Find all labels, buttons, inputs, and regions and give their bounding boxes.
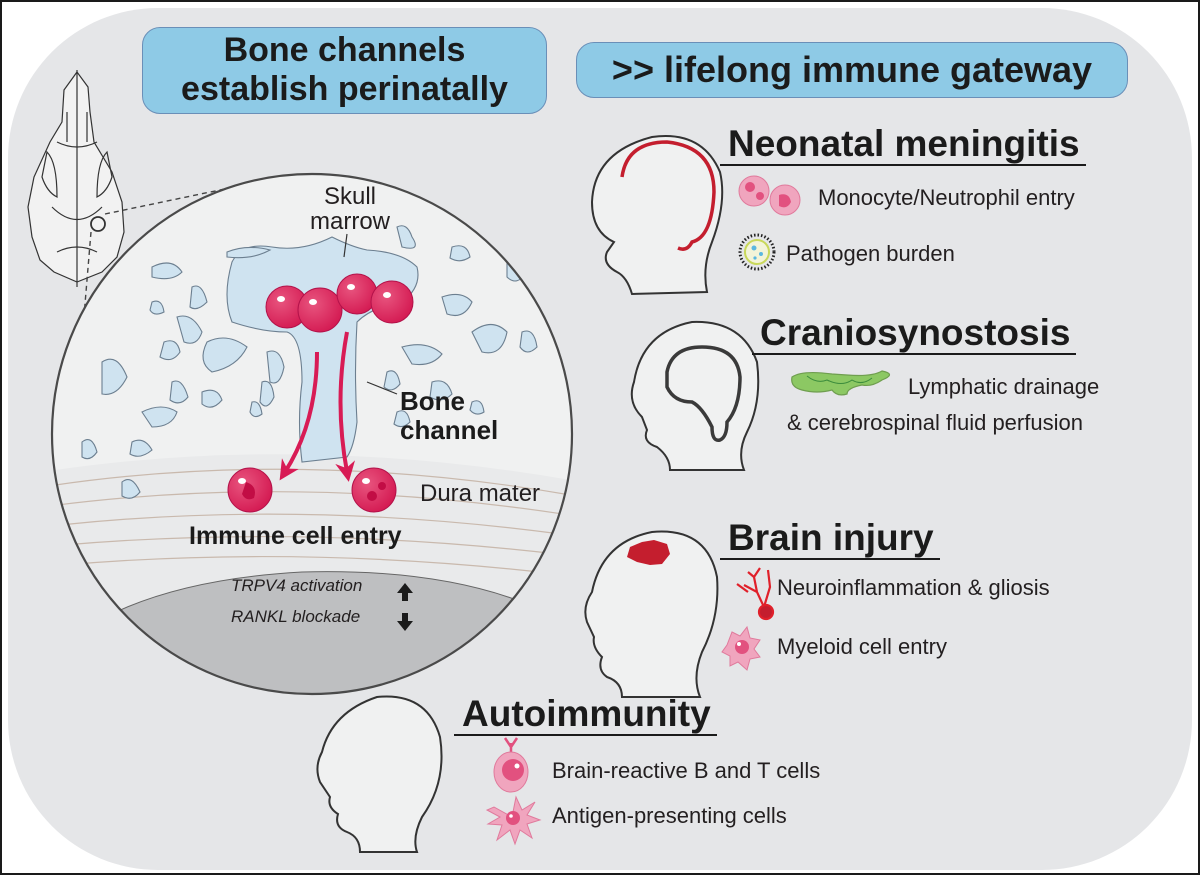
dura-fibers xyxy=(52,468,572,578)
antigen-presenting-cell-icon xyxy=(485,795,542,846)
item-neuroinflammation-gliosis: Neuroinflammation & gliosis xyxy=(777,575,1050,600)
item-brain-reactive-cells: Brain-reactive B and T cells xyxy=(552,758,821,783)
arrow-up-icon xyxy=(397,583,413,601)
banner-immune-gateway: >> lifelong immune gateway xyxy=(576,42,1128,98)
brain-outline-icon xyxy=(665,345,742,442)
skull-marrow-label: Skull marrow xyxy=(310,184,390,234)
glial-cell-icon xyxy=(736,567,775,621)
heading-neonatal-meningitis: Neonatal meningitis xyxy=(720,125,1086,166)
monocyte-neutrophil-icon xyxy=(738,175,801,216)
item-lymphatic-drainage: Lymphatic drainage xyxy=(908,374,1100,399)
item-pathogen-burden: Pathogen burden xyxy=(786,241,955,266)
bone-channel-label-line-2: channel xyxy=(400,415,499,445)
marrow-immune-cells xyxy=(265,273,414,333)
lesion-icon xyxy=(627,540,670,565)
lymphatic-vessel-icon xyxy=(791,370,891,396)
bone-channel-label: Bone channel xyxy=(400,387,498,445)
mouse-skull-icon xyxy=(27,70,125,287)
migration-arrow-right xyxy=(335,331,356,482)
heading-autoimmunity: Autoimmunity xyxy=(454,695,717,736)
skull-marrow-pointer xyxy=(343,233,348,258)
pathogen-icon xyxy=(738,233,776,271)
zoom-region-marker xyxy=(90,216,106,232)
banner-right-text: >> lifelong immune gateway xyxy=(611,49,1093,90)
item-monocyte-neutrophil-entry: Monocyte/Neutrophil entry xyxy=(818,185,1075,210)
myeloid-cell-icon xyxy=(721,625,761,671)
infant-head-icon xyxy=(590,135,724,296)
item-myeloid-cell-entry: Myeloid cell entry xyxy=(777,634,947,659)
banner-left-line-1: Bone channels xyxy=(223,31,466,69)
dura-immune-cells xyxy=(227,467,397,513)
banner-left-line-2: establish perinatally xyxy=(181,70,508,108)
arrow-down-icon xyxy=(397,613,413,631)
adult-head-autoimmunity-icon xyxy=(316,695,443,853)
migration-arrow-left xyxy=(279,351,319,481)
inset-outline xyxy=(50,172,574,696)
banner-bone-channels: Bone channels establish perinatally xyxy=(142,27,547,114)
magnified-inset xyxy=(50,172,574,696)
skull-marrow-label-line-1: Skull xyxy=(323,183,377,210)
immune-cell-entry-label: Immune cell entry xyxy=(189,522,402,550)
heading-craniosynostosis: Craniosynostosis xyxy=(752,314,1077,355)
dura-layer xyxy=(52,454,572,622)
dura-mater-label: Dura mater xyxy=(420,480,541,507)
lymphocyte-icon xyxy=(493,737,529,793)
heading-brain-injury: Brain injury xyxy=(720,519,940,560)
adult-head-icon xyxy=(584,530,719,698)
bone-channel-pointer xyxy=(366,381,398,395)
meningeal-inflammation-mark xyxy=(620,140,716,251)
rankl-label: RANKL blockade xyxy=(231,607,361,626)
item-antigen-presenting-cells: Antigen-presenting cells xyxy=(552,803,787,828)
lymphatic-vessel-detail xyxy=(806,375,873,384)
trpv4-label: TRPV4 activation xyxy=(231,576,363,595)
bone-channel-label-line-1: Bone xyxy=(400,386,465,416)
zoom-line-top xyxy=(104,176,283,215)
item-csf-perfusion: & cerebrospinal fluid perfusion xyxy=(787,410,1083,435)
craniosynostosis-head-icon xyxy=(630,320,760,471)
skull-marrow-label-line-2: marrow xyxy=(310,208,391,235)
